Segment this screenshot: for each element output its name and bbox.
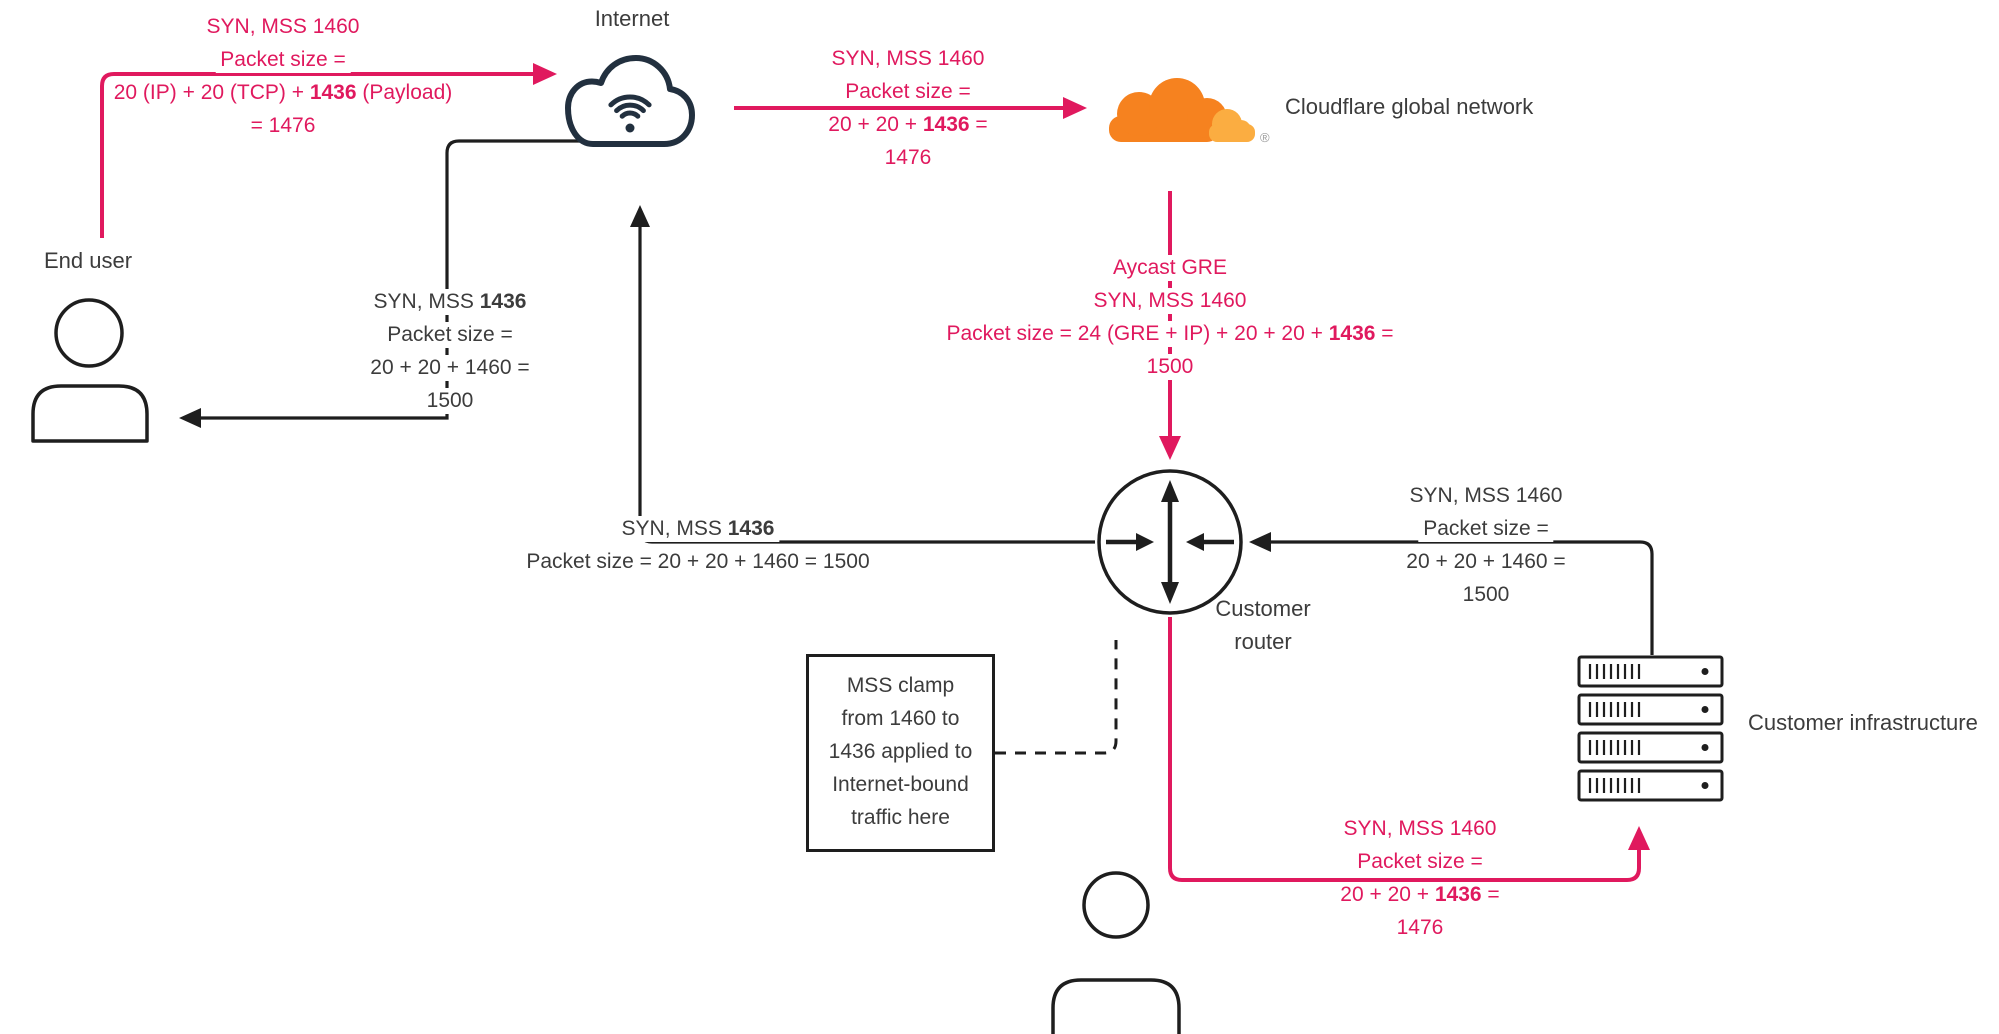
annotation-line: 20 + 20 + 1436 = bbox=[823, 108, 993, 141]
annotation-line: SYN, MSS 1436 bbox=[521, 512, 874, 545]
customer-infrastructure-label: Customer infrastructure bbox=[1748, 710, 1978, 735]
internet-cloud-icon bbox=[565, 55, 695, 147]
annotation-line: Packet size = bbox=[1401, 512, 1570, 545]
server-unit-icon bbox=[1577, 731, 1724, 764]
connector-clamp-note-to-router-dashed bbox=[995, 640, 1118, 755]
connector-router-to-infrastructure bbox=[1168, 617, 1650, 882]
annotation-line: traffic here bbox=[851, 806, 950, 829]
annotation-line: from 1460 to bbox=[841, 707, 960, 730]
connector-enduser-to-internet bbox=[100, 63, 557, 238]
cloudflare-logo-icon: ® bbox=[1109, 78, 1270, 145]
annotation-line: 1476 bbox=[1335, 911, 1504, 944]
annotation-line: Aycast GRE bbox=[941, 251, 1398, 284]
connector-internet-to-enduser bbox=[179, 139, 586, 428]
server-unit-icon bbox=[1577, 693, 1724, 726]
annotation-line: 20 + 20 + 1460 = bbox=[365, 351, 535, 384]
customer-router-label: Customer router bbox=[1215, 592, 1310, 658]
customer-router-label-line2: router bbox=[1234, 629, 1292, 654]
annotation-line: 1436 applied to bbox=[828, 740, 973, 763]
server-unit-icon bbox=[1577, 769, 1724, 802]
annotation-line: Internet-bound bbox=[832, 773, 969, 796]
annotation-line: = 1476 bbox=[109, 109, 458, 142]
annotation-line: 20 + 20 + 1436 = bbox=[1335, 878, 1505, 911]
connector-infrastructure-to-router bbox=[1249, 532, 1654, 655]
annotation-line: 20 + 20 + 1460 = bbox=[1401, 545, 1571, 578]
router-icon bbox=[1097, 469, 1243, 615]
annotation-line: SYN, MSS 1460 bbox=[109, 10, 458, 43]
annotation-line: SYN, MSS 1460 bbox=[941, 284, 1398, 317]
internet-label: Internet bbox=[594, 6, 670, 31]
annotation-line: Packet size = bbox=[823, 75, 992, 108]
bottom-person-icon bbox=[1051, 871, 1181, 1034]
annotation-line: 1476 bbox=[823, 141, 992, 174]
annotation-line: Packet size = bbox=[1335, 845, 1504, 878]
server-rack-icon bbox=[1577, 655, 1724, 802]
annotation-line: SYN, MSS 1436 bbox=[365, 285, 534, 318]
annotation-line: 1500 bbox=[365, 384, 534, 417]
wifi-icon bbox=[608, 94, 652, 133]
customer-router-label-line1: Customer bbox=[1215, 596, 1311, 621]
registered-trademark: ® bbox=[1260, 130, 1270, 145]
annotation-line: Packet size = 24 (GRE + IP) + 20 + 20 + … bbox=[941, 317, 1399, 350]
mss-clamp-note-box: MSS clamp from 1460 to 1436 applied to Inte… bbox=[806, 654, 995, 852]
annotation-line: SYN, MSS 1460 bbox=[1335, 812, 1504, 845]
annotation-line: 1500 bbox=[1401, 578, 1570, 611]
end-user-label: End user bbox=[44, 248, 133, 273]
annotation-line: 1500 bbox=[941, 350, 1398, 383]
server-unit-icon bbox=[1577, 655, 1724, 688]
annotation-line: SYN, MSS 1460 bbox=[823, 42, 992, 75]
end-user-person-icon bbox=[31, 298, 149, 443]
annotation-line: Packet size = bbox=[365, 318, 534, 351]
cloudflare-label: Cloudflare global network bbox=[1285, 94, 1534, 119]
annotation-line: Packet size = bbox=[109, 43, 458, 76]
annotation-line: SYN, MSS 1460 bbox=[1401, 479, 1570, 512]
annotation-line: 20 (IP) + 20 (TCP) + 1436 (Payload) bbox=[108, 76, 458, 109]
annotation-line: Packet size = 20 + 20 + 1460 = 1500 bbox=[521, 545, 875, 578]
annotation-line: MSS clamp bbox=[846, 674, 955, 697]
